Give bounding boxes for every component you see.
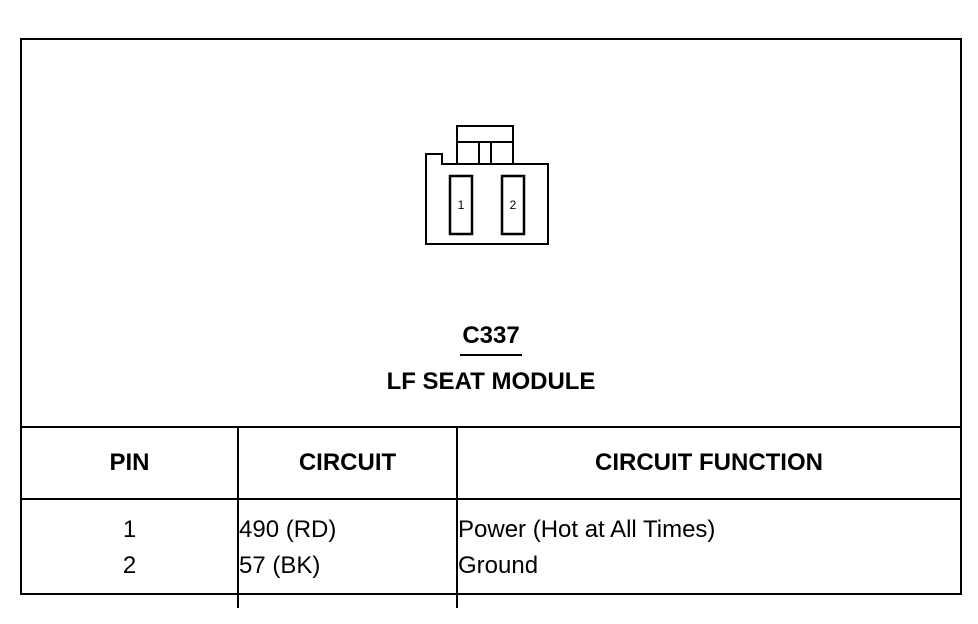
header-circuit-function: CIRCUIT FUNCTION — [456, 427, 960, 499]
connector-lock-ribs — [456, 142, 514, 164]
table-row: 1 2 490 (RD) 57 (BK) Power (Hot at All T… — [22, 499, 960, 608]
header-pin: PIN — [109, 449, 150, 476]
connector-id-text: C337 — [460, 322, 522, 356]
connector-diagram-frame: 1 2 C337 LF SEAT MODULE PIN CIRCUIT CIRC… — [20, 38, 962, 608]
connector-lock-tab — [456, 125, 514, 143]
cavity-2-label: 2 — [510, 198, 517, 212]
cavity-1-label: 1 — [458, 198, 465, 212]
connector-id: C337 — [22, 322, 960, 356]
pin-table-header: PIN CIRCUIT CIRCUIT FUNCTION — [22, 427, 960, 499]
connector-body — [425, 153, 549, 245]
pin-value: 1 — [122, 516, 137, 543]
circuit-column: 490 (RD) 57 (BK) — [237, 499, 457, 608]
connector-face-drawing: 1 2 — [425, 125, 549, 245]
connector-view: 1 2 C337 LF SEAT MODULE — [22, 40, 960, 428]
connector-name: LF SEAT MODULE — [386, 368, 596, 395]
function-value: Ground — [458, 552, 539, 579]
circuit-value: 490 (RD) — [239, 516, 337, 543]
function-value: Power (Hot at All Times) — [458, 516, 716, 543]
pin-value: 2 — [122, 552, 137, 579]
pin-column: 1 2 — [22, 499, 238, 608]
pin-table: PIN CIRCUIT CIRCUIT FUNCTION 1 2 490 (RD… — [22, 426, 960, 608]
cavity-2 — [500, 174, 526, 236]
circuit-value: 57 (BK) — [239, 552, 321, 579]
header-circuit: CIRCUIT — [237, 427, 457, 499]
function-column: Power (Hot at All Times) Ground — [456, 499, 960, 608]
cavity-1 — [448, 174, 474, 236]
